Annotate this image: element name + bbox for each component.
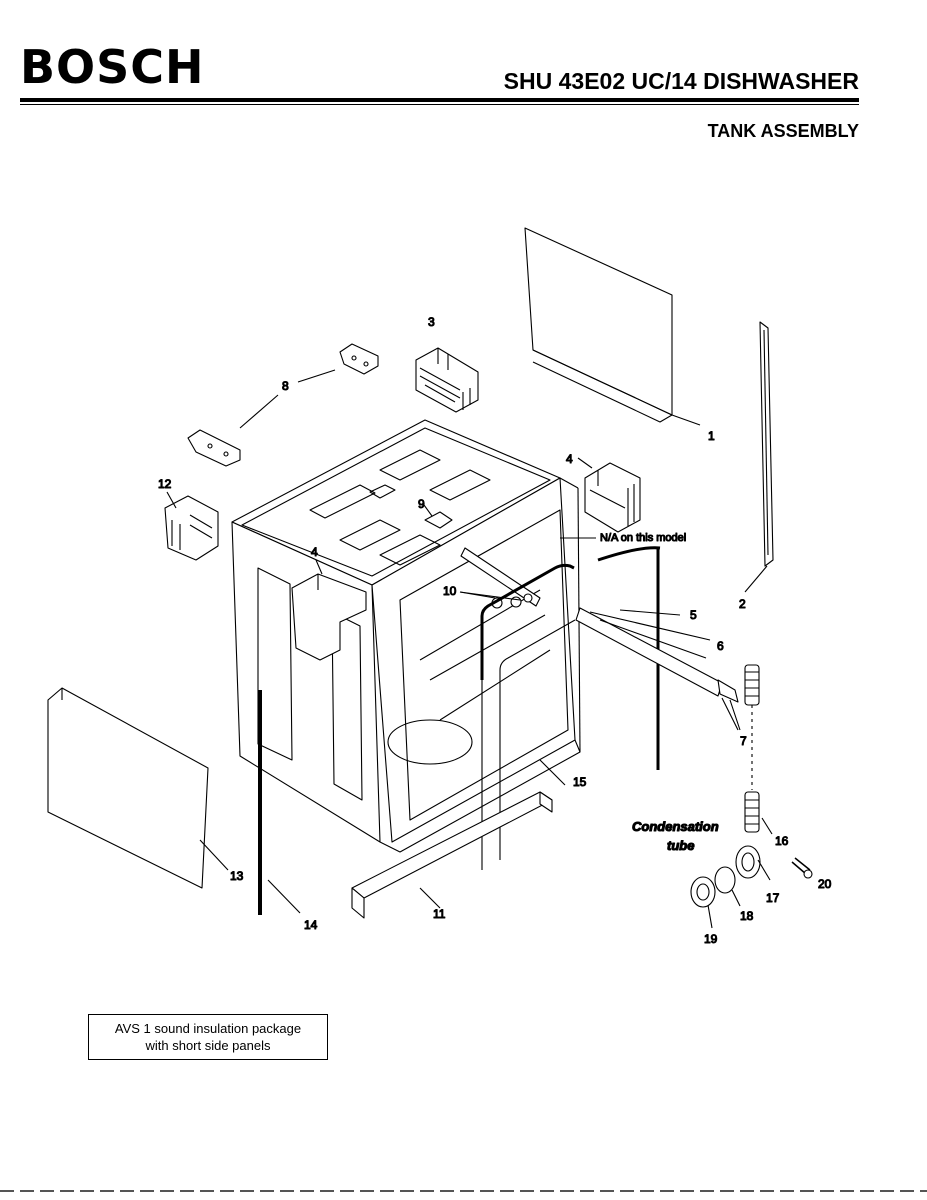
na-model-note: N/A on this model — [600, 532, 686, 544]
callout-10: 10 — [443, 584, 457, 598]
condensation-label-tube: tube — [667, 838, 694, 853]
callout-14: 14 — [304, 918, 318, 932]
callout-20: 20 — [818, 877, 832, 891]
footer-rule — [0, 1190, 927, 1192]
callout-17: 17 — [766, 891, 780, 905]
callout-3: 3 — [428, 315, 435, 329]
section-title: TANK ASSEMBLY — [707, 121, 859, 141]
part-3-bracket — [415, 347, 479, 413]
callout-4-right: 4 — [566, 452, 573, 466]
part-2-side-strip — [744, 321, 774, 593]
part-15-tank — [231, 419, 581, 853]
callout-5: 5 — [690, 608, 697, 622]
part-6-rail — [575, 607, 741, 731]
callout-16: 16 — [775, 834, 789, 848]
model-title: SHU 43E02 UC/14 DISHWASHER — [503, 68, 859, 94]
callout-19: 19 — [704, 932, 718, 946]
header-rule-thin — [20, 104, 859, 105]
sound-package-note: AVS 1 sound insulation package with shor… — [88, 1014, 328, 1060]
part-8-brackets — [187, 343, 379, 467]
part-5-seal — [480, 563, 681, 870]
callout-6: 6 — [717, 639, 724, 653]
callout-1: 1 — [708, 429, 715, 443]
part-4-bracket-left — [291, 559, 367, 661]
part-11-rail — [351, 791, 553, 919]
part-12-bracket — [164, 491, 219, 561]
sound-package-line2: with short side panels — [145, 1038, 271, 1053]
callout-13: 13 — [230, 869, 244, 883]
callout-7: 7 — [740, 734, 747, 748]
part-13-front-panel — [47, 687, 229, 889]
condensation-label: Condensation — [632, 819, 719, 834]
callout-11: 11 — [433, 907, 446, 921]
part-10-fasteners — [459, 537, 596, 609]
callout-12: 12 — [158, 477, 172, 491]
part-4-bracket-right — [577, 457, 641, 533]
callout-15: 15 — [573, 775, 587, 789]
callout-8: 8 — [282, 379, 289, 393]
callout-18: 18 — [740, 909, 754, 923]
condensation-tube-assembly — [690, 664, 813, 929]
callout-4-left: 4 — [311, 545, 318, 559]
sound-package-line1: AVS 1 sound insulation package — [114, 1021, 302, 1036]
callout-9: 9 — [418, 497, 425, 511]
part-1-rear-panel — [524, 227, 701, 426]
header-rule — [20, 98, 859, 102]
callout-2: 2 — [739, 597, 746, 611]
part-9-clip — [423, 504, 453, 529]
brand-logo: BOSCH — [20, 40, 205, 94]
